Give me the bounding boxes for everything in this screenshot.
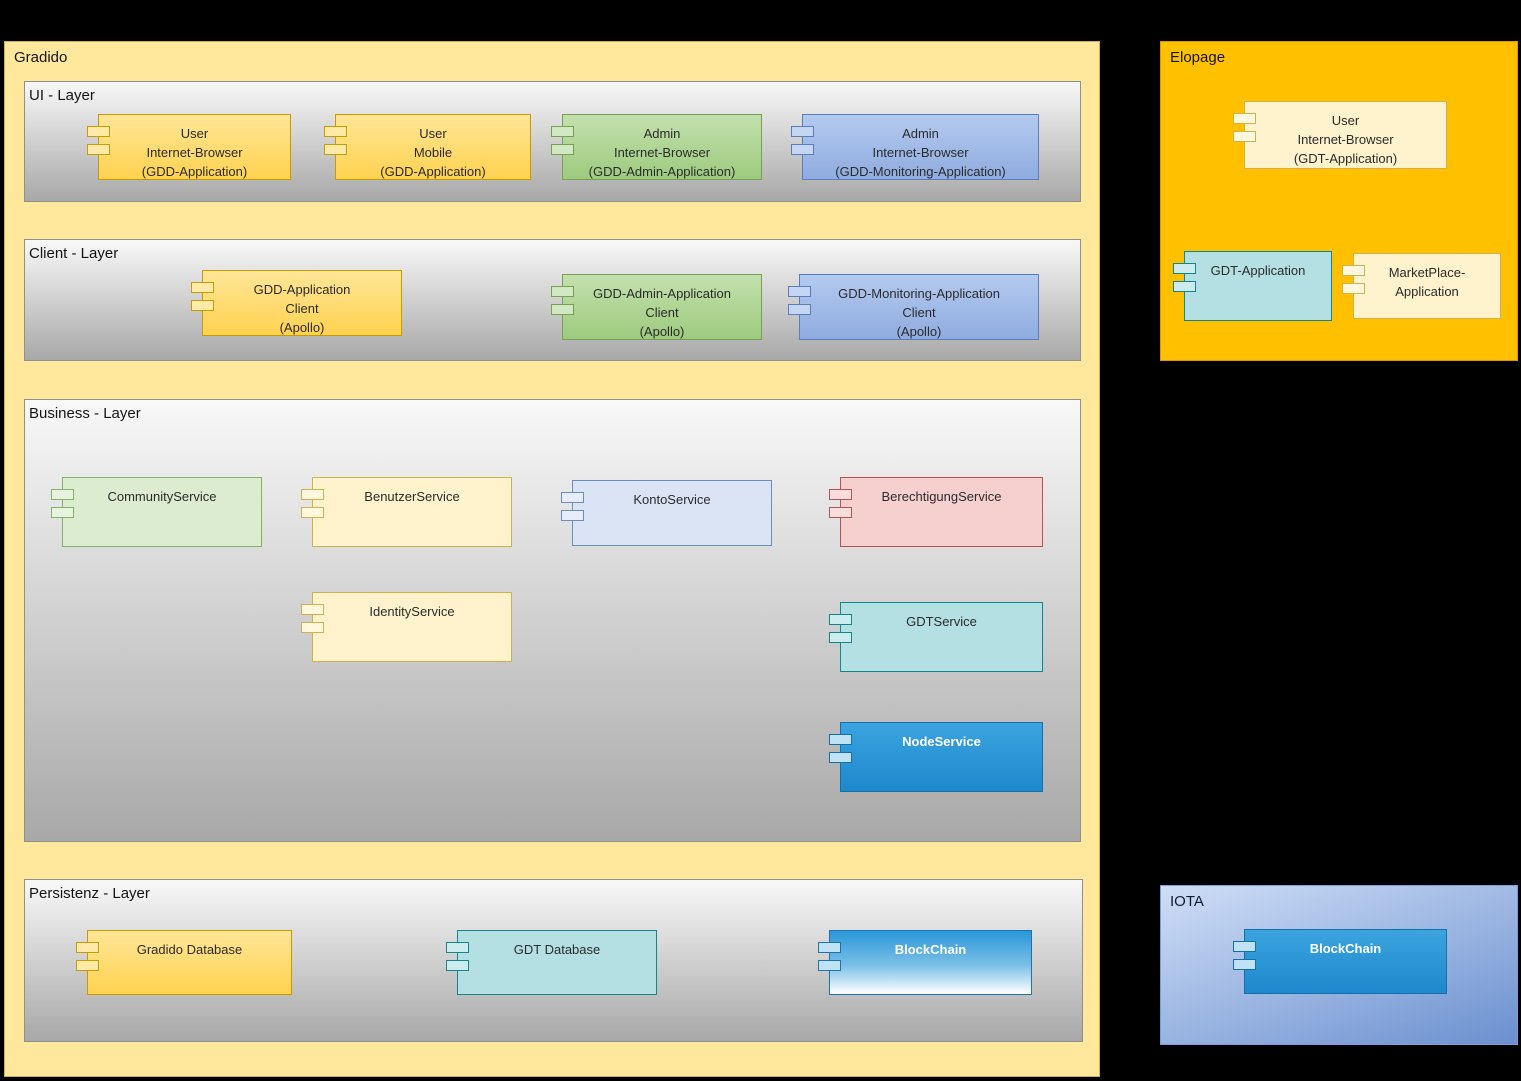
component-nodeservice: NodeService bbox=[829, 722, 1043, 792]
component-port-icon bbox=[829, 489, 852, 500]
component-port-icon bbox=[561, 510, 584, 521]
component-label: GDD-Admin-Application Client (Apollo) bbox=[593, 286, 731, 339]
component-port-icon bbox=[551, 286, 574, 297]
component-port-icon bbox=[87, 126, 110, 137]
component-gdt-database: GDT Database bbox=[446, 930, 657, 995]
component-port-icon bbox=[76, 960, 99, 971]
component-port-icon bbox=[301, 489, 324, 500]
component-berechtigungservice: BerechtigungService bbox=[829, 477, 1043, 547]
component-port-icon bbox=[829, 632, 852, 643]
component-port-icon bbox=[829, 507, 852, 518]
component-label: GDD-Monitoring-Application Client (Apoll… bbox=[838, 286, 1000, 339]
component-user-internet-browser-gdd: User Internet-Browser (GDD-Application) bbox=[87, 114, 291, 180]
component-label: GDTService bbox=[906, 614, 977, 629]
component-port-icon bbox=[818, 960, 841, 971]
component-kontoservice: KontoService bbox=[561, 480, 772, 546]
component-gdd-admin-application-client: GDD-Admin-Application Client (Apollo) bbox=[551, 274, 762, 340]
component-port-icon bbox=[76, 942, 99, 953]
component-port-icon bbox=[301, 622, 324, 633]
component-label: Admin Internet-Browser (GDD-Monitoring-A… bbox=[835, 126, 1006, 179]
persistenz-layer: Persistenz - Layer Gradido Database GDT … bbox=[24, 879, 1083, 1042]
client-layer-title: Client - Layer bbox=[29, 245, 119, 262]
component-port-icon bbox=[791, 144, 814, 155]
component-admin-internet-browser-gdd-admin: Admin Internet-Browser (GDD-Admin-Applic… bbox=[551, 114, 762, 180]
component-blockchain-iota: BlockChain bbox=[1233, 929, 1447, 994]
gradido-container: Gradido UI - Layer User Internet-Browser… bbox=[4, 41, 1100, 1077]
component-label: BlockChain bbox=[1309, 941, 1382, 956]
component-label: Admin Internet-Browser (GDD-Admin-Applic… bbox=[588, 126, 736, 179]
component-port-icon bbox=[818, 942, 841, 953]
elopage-title: Elopage bbox=[1170, 49, 1226, 66]
component-port-icon bbox=[1233, 113, 1256, 124]
component-gdd-application-client: GDD-Application Client (Apollo) bbox=[191, 270, 402, 336]
component-port-icon bbox=[1233, 959, 1256, 970]
component-gdd-monitoring-application-client: GDD-Monitoring-Application Client (Apoll… bbox=[788, 274, 1039, 340]
component-port-icon bbox=[51, 507, 74, 518]
component-port-icon bbox=[829, 614, 852, 625]
business-layer-title: Business - Layer bbox=[29, 405, 141, 422]
component-label: User Internet-Browser (GDT-Application) bbox=[1293, 113, 1398, 166]
component-port-icon bbox=[1342, 283, 1365, 294]
component-blockchain-gdd: BlockChain bbox=[818, 930, 1032, 995]
component-port-icon bbox=[51, 489, 74, 500]
component-port-icon bbox=[446, 960, 469, 971]
component-label: GDT-Application bbox=[1210, 263, 1306, 278]
component-port-icon bbox=[301, 507, 324, 518]
component-port-icon bbox=[829, 752, 852, 763]
component-port-icon bbox=[324, 126, 347, 137]
component-port-icon bbox=[788, 304, 811, 315]
component-label: GDD-Application Client (Apollo) bbox=[253, 282, 351, 335]
component-port-icon bbox=[829, 734, 852, 745]
component-marketplace-application: MarketPlace- Application bbox=[1342, 253, 1501, 319]
component-label: BenutzerService bbox=[364, 489, 460, 504]
component-benutzerservice: BenutzerService bbox=[301, 477, 512, 547]
component-port-icon bbox=[324, 144, 347, 155]
component-port-icon bbox=[791, 126, 814, 137]
component-port-icon bbox=[191, 300, 214, 311]
elopage-container: Elopage User Internet-Browser (GDT-Appli… bbox=[1160, 41, 1518, 361]
ui-layer: UI - Layer User Internet-Browser (GDD-Ap… bbox=[24, 81, 1081, 202]
component-port-icon bbox=[301, 604, 324, 615]
component-port-icon bbox=[788, 286, 811, 297]
component-label: IdentityService bbox=[369, 604, 455, 619]
component-port-icon bbox=[551, 304, 574, 315]
component-gdt-application: GDT-Application bbox=[1173, 251, 1332, 321]
component-label: BerechtigungService bbox=[881, 489, 1002, 504]
component-identityservice: IdentityService bbox=[301, 592, 512, 662]
component-port-icon bbox=[1173, 263, 1196, 274]
component-label: NodeService bbox=[902, 734, 981, 749]
component-gdtservice: GDTService bbox=[829, 602, 1043, 672]
component-user-internet-browser-gdt: User Internet-Browser (GDT-Application) bbox=[1233, 101, 1447, 169]
component-port-icon bbox=[1233, 941, 1256, 952]
component-port-icon bbox=[1342, 265, 1365, 276]
business-layer: Business - Layer CommunityService Benutz… bbox=[24, 399, 1081, 842]
iota-title: IOTA bbox=[1170, 893, 1204, 910]
component-admin-internet-browser-gdd-monitoring: Admin Internet-Browser (GDD-Monitoring-A… bbox=[791, 114, 1039, 180]
iota-container: IOTA BlockChain bbox=[1160, 885, 1518, 1045]
component-port-icon bbox=[551, 126, 574, 137]
gradido-title: Gradido bbox=[14, 49, 68, 66]
component-label: KontoService bbox=[633, 492, 711, 507]
component-user-mobile-gdd: User Mobile (GDD-Application) bbox=[324, 114, 531, 180]
component-port-icon bbox=[561, 492, 584, 503]
component-label: User Mobile (GDD-Application) bbox=[380, 126, 486, 179]
component-communityservice: CommunityService bbox=[51, 477, 262, 547]
component-label: Gradido Database bbox=[136, 942, 243, 957]
component-label: MarketPlace- Application bbox=[1388, 265, 1466, 299]
component-port-icon bbox=[87, 144, 110, 155]
component-port-icon bbox=[551, 144, 574, 155]
component-gradido-database: Gradido Database bbox=[76, 930, 292, 995]
component-port-icon bbox=[1233, 131, 1256, 142]
component-port-icon bbox=[1173, 281, 1196, 292]
component-label: GDT Database bbox=[513, 942, 601, 957]
component-label: BlockChain bbox=[894, 942, 967, 957]
component-port-icon bbox=[446, 942, 469, 953]
client-layer: Client - Layer GDD-Application Client (A… bbox=[24, 239, 1081, 361]
component-port-icon bbox=[191, 282, 214, 293]
ui-layer-title: UI - Layer bbox=[29, 87, 95, 104]
component-label: CommunityService bbox=[107, 489, 217, 504]
persistenz-layer-title: Persistenz - Layer bbox=[29, 885, 150, 902]
component-label: User Internet-Browser (GDD-Application) bbox=[141, 126, 248, 179]
